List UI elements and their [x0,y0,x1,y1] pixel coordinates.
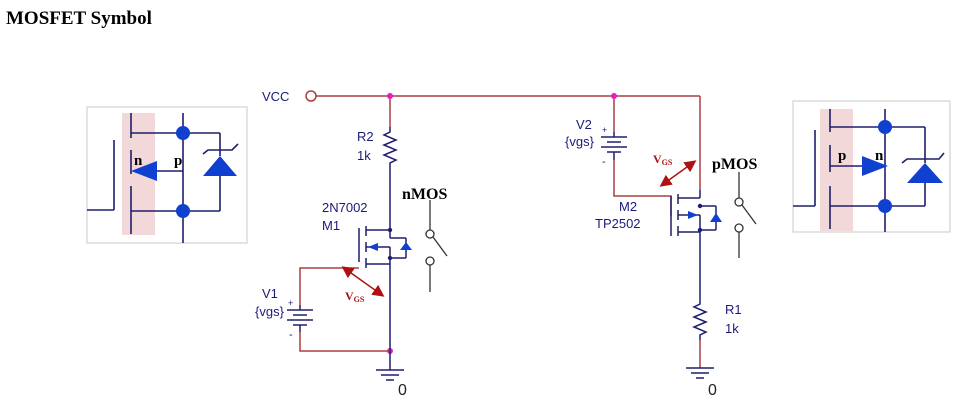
inset-right-p-label: p [838,148,846,164]
v2-value: {vgs} [565,134,595,149]
r2-name: R2 [357,129,374,144]
m1-part-label: 2N7002 [322,200,368,215]
vgs-arrow-right [659,160,697,187]
r2-value: 1k [357,148,371,163]
inset-body-shade [820,109,853,231]
inset-right-n-label: n [875,148,884,164]
nmos-m1 [358,226,407,351]
v2-plus: + [602,125,607,135]
nmos-switch-icon [425,200,448,292]
battery-v1 [287,305,313,332]
v1-minus: - [289,329,293,341]
resistor-r2: R2 1k [357,127,398,168]
page-title: MOSFET Symbol [6,8,152,29]
m2-ref-label: M2 [619,199,637,214]
v2-name: V2 [576,117,592,132]
inset-left-n-label: n [134,153,143,169]
m1-ref-label: M1 [322,218,340,233]
pmos-title: pMOS [712,156,757,173]
pmos-m2 [670,190,717,298]
pmos-switch-icon [734,172,757,258]
node-dots [387,93,617,354]
r1-value: 1k [725,321,739,336]
vgs-left-label: VGS [345,289,365,304]
m2-part-label: TP2502 [595,216,641,231]
r1-name: R1 [725,302,742,317]
ground-left-label: 0 [398,382,407,399]
vcc-label: VCC [262,89,289,104]
inset-pmos-symbol: p n [792,100,951,233]
inset-left-p-label: p [174,153,182,169]
ground-right-icon [686,367,714,379]
battery-v2 [601,132,627,160]
v1-loop [299,267,390,352]
inset-nmos-symbol: n p [86,106,248,244]
ground-right-label: 0 [708,382,717,399]
ground-left-icon [376,351,404,381]
vcc-terminal [305,90,317,102]
vcc-rail [316,95,701,190]
vgs-arrow-left [341,266,385,297]
v1-value: {vgs} [255,304,285,319]
v2-minus: - [602,156,606,168]
resistor-r1: R1 1k [692,298,742,340]
v1-plus: + [288,298,293,308]
nmos-title: nMOS [402,186,447,203]
v1-name: V1 [262,286,278,301]
vgs-right-label: VGS [653,152,673,167]
